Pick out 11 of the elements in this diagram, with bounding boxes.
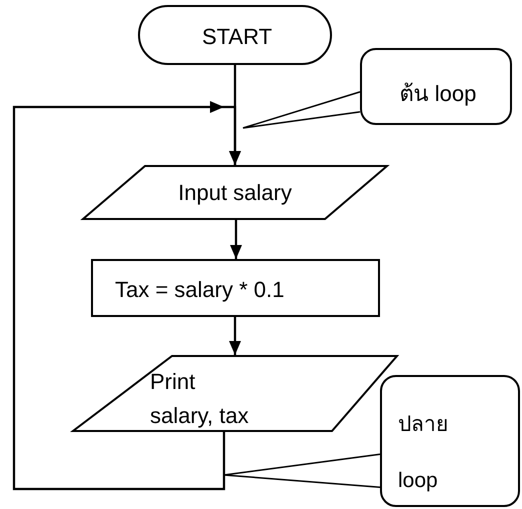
node-label: Print salary, tax: [150, 368, 250, 430]
process-box: [91, 259, 380, 317]
callout-box: [380, 375, 520, 507]
input-parallelogram: [82, 165, 388, 220]
node-label: ต้น loop: [398, 80, 478, 108]
callout-box: [360, 48, 512, 125]
node-label: ปลาย loop: [398, 412, 449, 494]
node-label: Input salary: [177, 180, 293, 206]
node-label: START: [200, 24, 274, 50]
node-label: Tax = salary * 0.1: [115, 277, 284, 303]
output-parallelogram: [72, 355, 398, 432]
